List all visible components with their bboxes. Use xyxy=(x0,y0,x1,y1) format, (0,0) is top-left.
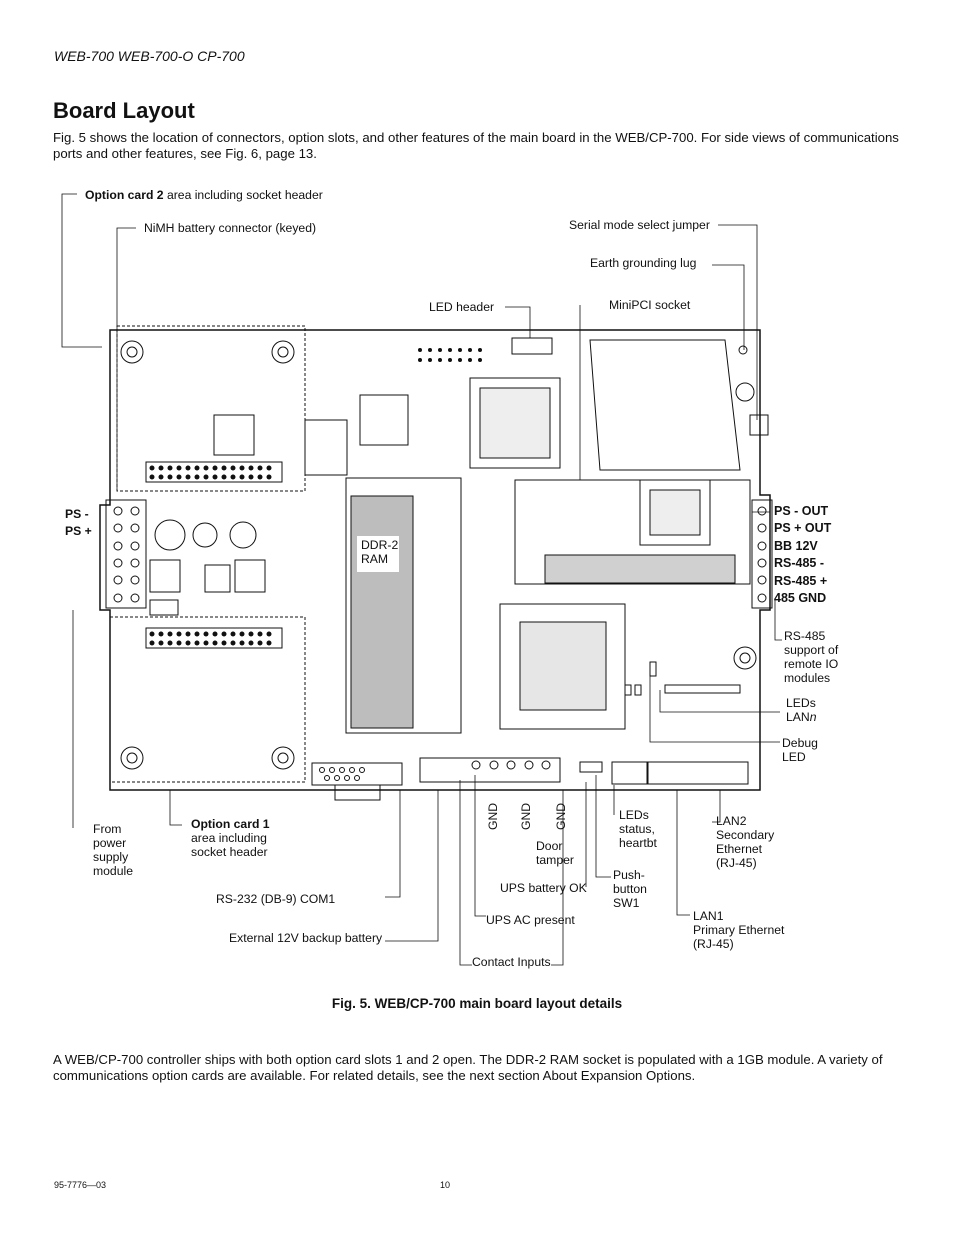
right-terminal-block xyxy=(751,499,773,609)
contact-inputs-block xyxy=(419,757,561,783)
label-leds-status: LEDs status, heartbt xyxy=(619,808,657,850)
option-card-2-header-pins xyxy=(149,465,272,480)
right-terminal-labels: PS - OUT PS + OUT BB 12V RS-485 - RS-485… xyxy=(774,503,831,607)
figure-caption: Fig. 5. WEB/CP-700 main board layout det… xyxy=(331,996,623,1011)
label-earth-grounding-lug: Earth grounding lug xyxy=(590,256,697,270)
ps-terminal-pins xyxy=(113,506,140,603)
label-gnd-3: GND xyxy=(554,802,568,830)
contact-input-pins xyxy=(471,760,551,770)
label-led-header: LED header xyxy=(429,300,495,314)
label-nimh-connector: NiMH battery connector (keyed) xyxy=(144,221,317,235)
label-contact-inputs: Contact Inputs xyxy=(472,955,551,969)
label-rs485-support: RS-485 support of remote IO modules xyxy=(784,629,839,685)
label-option-card-2: Option card 2 area including socket head… xyxy=(85,188,323,202)
right-terminal-pins xyxy=(757,506,767,603)
label-rs232-com1: RS-232 (DB-9) COM1 xyxy=(216,892,336,906)
label-from-power-supply: From power supply module xyxy=(93,822,133,878)
label-lan2: LAN2 Secondary Ethernet (RJ-45) xyxy=(716,814,775,870)
ddr2-module xyxy=(350,495,414,729)
footer-doc-number: 95-7776—03 xyxy=(54,1180,107,1190)
processor-chip xyxy=(499,603,626,730)
section-title: Board Layout xyxy=(53,98,195,123)
option-card-1-area xyxy=(109,616,306,783)
label-leds-lan: LEDs LANn xyxy=(786,696,817,724)
footer-page-number: 10 xyxy=(440,1180,451,1190)
label-lan1: LAN1 Primary Ethernet (RJ-45) xyxy=(693,909,785,951)
option-card-2-area xyxy=(116,325,306,492)
terminal-ps-plus-out: PS + OUT xyxy=(774,521,832,536)
label-option-card-1: Option card 1 area including socket head… xyxy=(191,817,270,859)
label-push-button: Push- button SW1 xyxy=(613,868,647,910)
label-ddr2: DDR-2 xyxy=(361,538,399,552)
option-card-1-header-pins xyxy=(149,631,272,646)
ps-terminal-block xyxy=(105,499,147,609)
led-header xyxy=(511,337,553,355)
callout-lines xyxy=(61,193,782,966)
label-serial-mode-jumper: Serial mode select jumper xyxy=(569,218,710,232)
label-ups-battery-ok: UPS battery OK xyxy=(500,881,587,895)
label-gnd-2: GND xyxy=(519,802,533,830)
db9-connector xyxy=(311,762,403,786)
label-door-tamper: Door tamper xyxy=(536,839,574,867)
intro-paragraph: Fig. 5 shows the location of connectors,… xyxy=(53,130,899,161)
body-paragraph: A WEB/CP-700 controller ships with both … xyxy=(53,1052,883,1083)
label-gnd-1: GND xyxy=(486,802,500,830)
db9-pins xyxy=(319,767,365,781)
label-debug-led: Debug LED xyxy=(782,736,818,764)
terminal-rs485-plus: RS-485 + xyxy=(774,573,828,588)
terminal-rs485-minus: RS-485 - xyxy=(774,556,825,571)
label-ps-minus: PS - xyxy=(65,507,89,521)
label-ps-plus: PS + xyxy=(65,524,92,538)
ddr2-socket xyxy=(345,477,462,734)
label-external-battery: External 12V backup battery xyxy=(229,931,383,945)
mounting-holes xyxy=(120,340,757,770)
label-minipci-socket: MiniPCI socket xyxy=(609,298,691,312)
label-ups-ac-present: UPS AC present xyxy=(486,913,575,927)
top-pin-array xyxy=(418,348,482,362)
terminal-bb-12v: BB 12V xyxy=(774,538,818,553)
minipci-socket xyxy=(514,479,751,585)
terminal-ps-minus-out: PS - OUT xyxy=(774,504,829,518)
label-ram: RAM xyxy=(361,552,389,566)
board-outline xyxy=(99,329,771,791)
document-header: WEB-700 WEB-700-O CP-700 xyxy=(54,48,245,64)
terminal-485-gnd: 485 GND xyxy=(774,591,827,606)
